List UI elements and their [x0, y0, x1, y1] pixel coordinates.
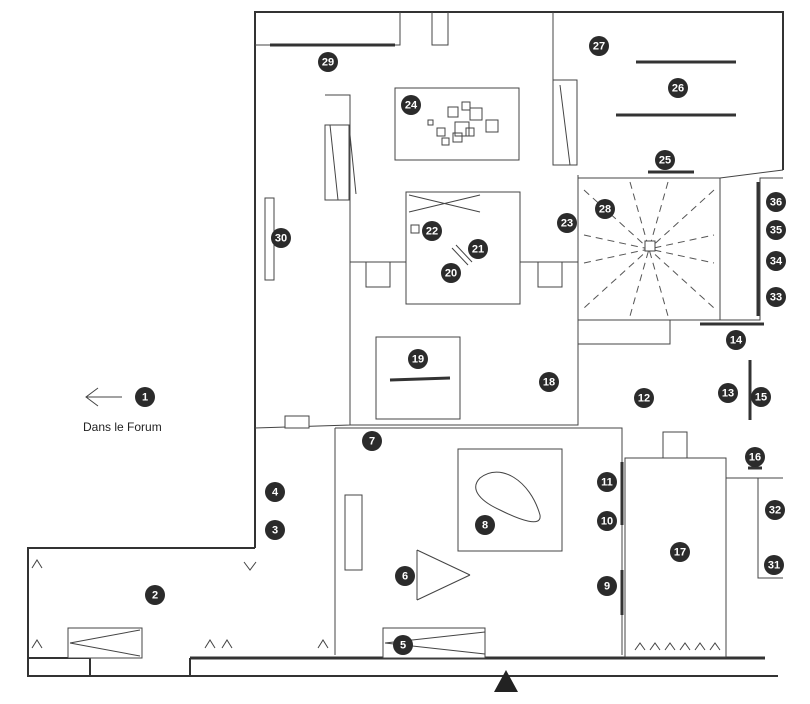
room-24-artworks — [410, 101, 499, 234]
exhibit-marker-number: 30 — [275, 233, 287, 245]
exhibit-marker-number: 19 — [412, 354, 424, 366]
exit-arrow-icon — [85, 387, 122, 407]
exhibit-marker-28: 28 — [595, 199, 615, 219]
exhibit-marker-12: 12 — [634, 388, 654, 408]
exhibit-marker-27: 27 — [589, 36, 609, 56]
exhibit-marker-number: 9 — [604, 581, 610, 593]
exhibit-marker-25: 25 — [655, 150, 675, 170]
exhibit-marker-number: 25 — [659, 155, 671, 167]
exhibit-marker-9: 9 — [597, 576, 617, 596]
room-17-projectors — [31, 559, 721, 651]
exhibit-marker-number: 11 — [601, 477, 613, 489]
exhibit-marker-20: 20 — [441, 263, 461, 283]
exhibit-marker-number: 36 — [770, 197, 782, 209]
exhibit-marker-number: 8 — [482, 520, 488, 532]
exhibit-marker-number: 31 — [768, 560, 780, 572]
exhibit-marker-6: 6 — [395, 566, 415, 586]
exhibit-marker-number: 14 — [730, 335, 743, 347]
exhibit-marker-number: 26 — [672, 83, 684, 95]
exhibit-marker-2: 2 — [145, 585, 165, 605]
exhibit-marker-32: 32 — [765, 500, 785, 520]
exhibit-marker-number: 10 — [601, 516, 613, 528]
exhibit-marker-19: 19 — [408, 349, 428, 369]
exhibit-marker-10: 10 — [597, 511, 617, 531]
exit-label: Dans le Forum — [83, 420, 162, 434]
exhibit-marker-number: 18 — [543, 377, 555, 389]
exhibit-marker-number: 35 — [770, 225, 782, 237]
exhibit-marker-11: 11 — [597, 472, 617, 492]
exhibit-marker-24: 24 — [401, 95, 421, 115]
exhibit-marker-22: 22 — [422, 221, 442, 241]
exhibit-marker-34: 34 — [766, 251, 786, 271]
exhibit-marker-number: 3 — [272, 525, 278, 537]
exhibit-marker-17: 17 — [670, 542, 690, 562]
exhibit-marker-3: 3 — [265, 520, 285, 540]
exhibit-marker-30: 30 — [271, 228, 291, 248]
exhibit-marker-15: 15 — [751, 387, 771, 407]
exhibit-marker-number: 34 — [770, 256, 783, 268]
exhibit-marker-18: 18 — [539, 372, 559, 392]
exhibit-marker-number: 16 — [749, 452, 761, 464]
exhibit-marker-number: 2 — [152, 590, 158, 602]
exhibit-marker-31: 31 — [764, 555, 784, 575]
exhibit-marker-number: 27 — [593, 41, 605, 53]
exhibit-marker-8: 8 — [475, 515, 495, 535]
exhibit-marker-33: 33 — [766, 287, 786, 307]
exhibit-marker-number: 6 — [402, 571, 408, 583]
exhibit-marker-26: 26 — [668, 78, 688, 98]
exhibit-marker-29: 29 — [318, 52, 338, 72]
exhibit-marker-number: 13 — [722, 388, 734, 400]
exhibit-marker-21: 21 — [468, 239, 488, 259]
exhibit-marker-number: 20 — [445, 268, 457, 280]
exhibit-marker-number: 17 — [674, 547, 686, 559]
exhibit-marker-13: 13 — [718, 383, 738, 403]
exhibit-marker-number: 15 — [755, 392, 767, 404]
exhibit-marker-14: 14 — [726, 330, 746, 350]
exhibit-marker-number: 1 — [142, 392, 148, 404]
exhibit-marker-number: 7 — [369, 436, 375, 448]
exhibit-marker-1: 1 — [135, 387, 155, 407]
exhibit-marker-35: 35 — [766, 220, 786, 240]
exhibit-marker-number: 23 — [561, 218, 573, 230]
exhibit-marker-number: 4 — [272, 487, 279, 499]
exhibit-marker-number: 24 — [405, 100, 418, 112]
exhibit-marker-7: 7 — [362, 431, 382, 451]
exhibit-marker-23: 23 — [557, 213, 577, 233]
exhibit-marker-number: 12 — [638, 393, 650, 405]
exhibit-marker-36: 36 — [766, 192, 786, 212]
exhibit-marker-16: 16 — [745, 447, 765, 467]
exhibit-marker-number: 33 — [770, 292, 782, 304]
exhibit-marker-number: 29 — [322, 57, 334, 69]
exhibit-marker-number: 28 — [599, 204, 611, 216]
exhibit-marker-number: 22 — [426, 226, 438, 238]
exhibit-marker-number: 21 — [472, 244, 484, 256]
exhibit-marker-4: 4 — [265, 482, 285, 502]
entrance-arrow-icon — [494, 670, 518, 692]
exhibit-marker-number: 32 — [769, 505, 781, 517]
exhibit-marker-5: 5 — [393, 635, 413, 655]
exhibit-marker-number: 5 — [400, 640, 406, 652]
